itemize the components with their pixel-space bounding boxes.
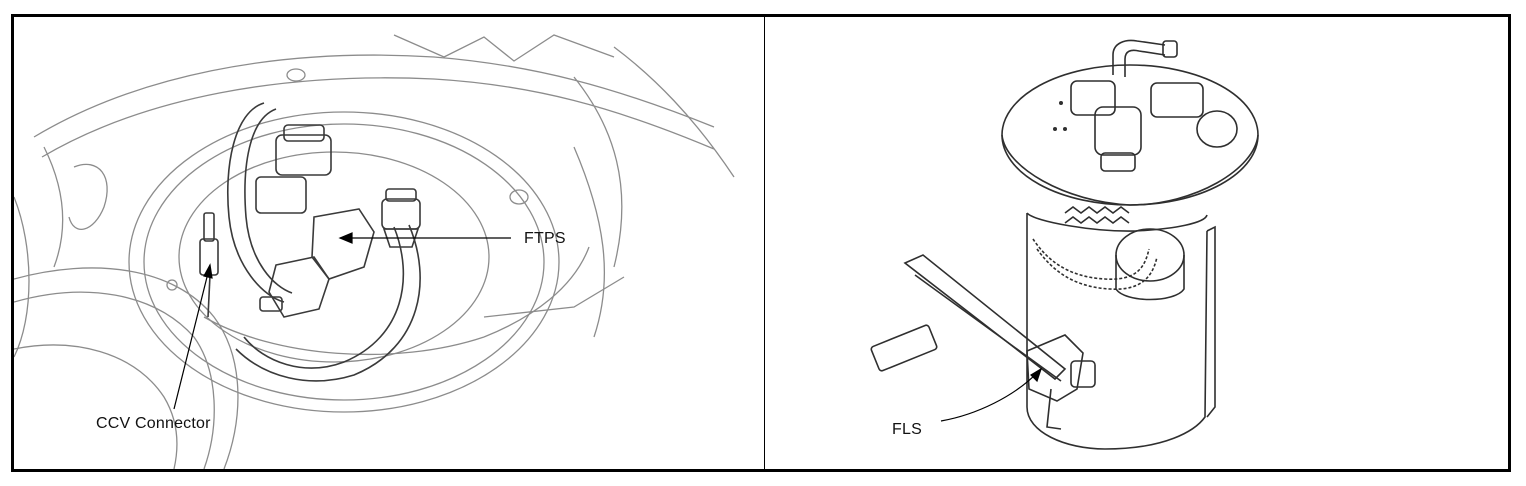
- panel-divider: [764, 17, 765, 469]
- ccv-connector-label: CCV Connector: [96, 415, 211, 432]
- figure-frame: CCV Connector FTPS: [11, 14, 1511, 472]
- tank-top-illustration: [14, 34, 735, 469]
- panel-fuel-pump-module: [765, 17, 1508, 469]
- ftps-label: FTPS: [524, 230, 566, 247]
- fuel-pump-module-illustration: [870, 39, 1259, 450]
- fls-label: FLS: [892, 421, 922, 438]
- panel-ftps-installed: CCV Connector FTPS: [14, 17, 764, 469]
